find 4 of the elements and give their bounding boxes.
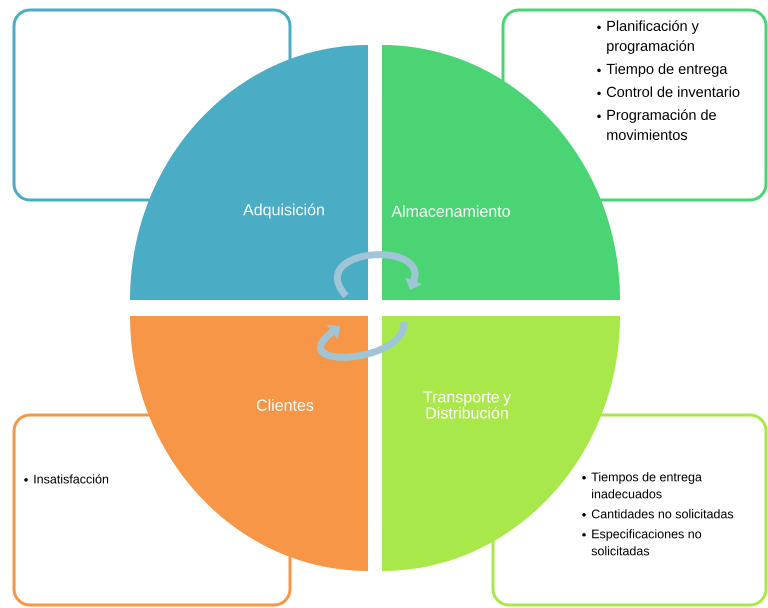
cycle-arrow bbox=[317, 321, 408, 361]
cycle-arrow bbox=[334, 251, 422, 298]
quadrant: Adquisición bbox=[130, 45, 368, 300]
quadrant: Clientes bbox=[130, 316, 368, 571]
